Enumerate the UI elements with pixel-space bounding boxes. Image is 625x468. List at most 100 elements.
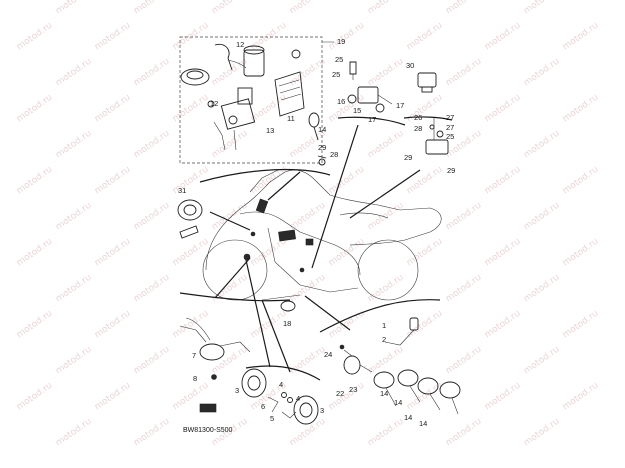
watermark-text: motod.ru: [327, 165, 367, 197]
callout-12b: 13: [266, 126, 274, 135]
callout-29: 29: [318, 143, 326, 152]
watermark-text: motod.ru: [249, 237, 289, 269]
watermark-text: motod.ru: [483, 381, 523, 413]
watermark-text: motod.ru: [54, 201, 94, 233]
watermark-text: motod.ru: [483, 165, 523, 197]
watermark-text: motod.ru: [483, 93, 523, 125]
watermark-text: motod.ru: [561, 21, 601, 53]
watermark-text: motod.ru: [522, 273, 562, 305]
watermark-text: motod.ru: [15, 237, 55, 269]
watermark-text: motod.ru: [483, 237, 523, 269]
watermark-text: motod.ru: [132, 345, 172, 377]
watermark-text: motod.ru: [132, 417, 172, 449]
watermark-text: motod.ru: [249, 21, 289, 53]
watermark-text: motod.ru: [561, 381, 601, 413]
watermark-text: motod.ru: [171, 309, 211, 341]
watermark-text: motod.ru: [54, 129, 94, 161]
callout-3b: 3: [320, 406, 324, 415]
callout-2: 2: [382, 335, 386, 344]
diagram-code: BW81300-S500: [183, 427, 233, 434]
part-harness-left: [179, 317, 211, 343]
callout-26: 27: [446, 123, 454, 132]
callout-21: 24: [324, 350, 332, 359]
part-lock-assembly: [207, 49, 301, 151]
callout-27b: 29: [447, 166, 455, 175]
watermark-text: motod.ru: [327, 381, 367, 413]
callout-4b: 4: [296, 394, 300, 403]
watermark-text: motod.ru: [288, 57, 328, 89]
watermark-text: motod.ru: [444, 57, 484, 89]
part-30-relay: [417, 72, 437, 93]
part-10-ecu: [274, 71, 305, 117]
watermark-text: motod.ru: [93, 309, 133, 341]
guide-lines: [179, 116, 453, 381]
callout-25b: 27: [446, 113, 454, 122]
watermark-text: motod.ru: [444, 345, 484, 377]
watermark-text: motod.ru: [405, 237, 445, 269]
watermark-text: motod.ru: [483, 309, 523, 341]
watermark-text: motod.ru: [15, 381, 55, 413]
watermark-text: motod.ru: [561, 165, 601, 197]
watermark-text: motod.ru: [15, 165, 55, 197]
part-1-2-sensor: [384, 317, 419, 346]
watermark-text: motod.ru: [210, 345, 250, 377]
callout-labels: 19 12 11 12 13 14 25 25 16 15 17 17 30 2…: [178, 37, 455, 428]
watermark-text: motod.ru: [444, 201, 484, 233]
callout-17a: 17: [396, 101, 404, 110]
callout-18: 18: [283, 319, 291, 328]
watermark-text: motod.ru: [93, 21, 133, 53]
watermark-text: motod.ru: [210, 0, 250, 16]
watermark-layer: motod.ru motod.ru motod.ru motod.ru motod.ru…: [15, 0, 601, 448]
watermark-text: motod.ru: [288, 273, 328, 305]
watermark-text: motod.ru: [171, 21, 211, 53]
watermark-text: motod.ru: [132, 129, 172, 161]
watermark-text: motod.ru: [444, 0, 484, 16]
watermark-text: motod.ru: [366, 57, 406, 89]
watermark-text: motod.ru: [288, 0, 328, 16]
callout-3a: 3: [235, 386, 239, 395]
watermark-text: motod.ru: [366, 0, 406, 16]
part-3-horn-left: [241, 368, 267, 398]
callout-5: 5: [270, 414, 274, 423]
watermark-text: motod.ru: [171, 237, 211, 269]
watermark-text: motod.ru: [249, 93, 289, 125]
watermark-text: motod.ru: [132, 273, 172, 305]
callout-15: 15: [353, 106, 361, 115]
callout-30: 30: [406, 61, 414, 70]
part-3-horn-right: [293, 395, 319, 425]
callout-28b: 28: [330, 150, 338, 159]
watermark-text: motod.ru: [561, 309, 601, 341]
callout-16: 16: [337, 97, 345, 106]
callout-25a: 26: [414, 113, 422, 122]
callout-10: 11: [287, 114, 295, 123]
watermark-text: motod.ru: [483, 21, 523, 53]
watermark-text: motod.ru: [366, 417, 406, 449]
watermark-text: motod.ru: [54, 273, 94, 305]
watermark-text: motod.ru: [522, 57, 562, 89]
watermark-text: motod.ru: [93, 381, 133, 413]
callout-14b: 14: [394, 398, 402, 407]
watermark-text: motod.ru: [15, 309, 55, 341]
watermark-text: motod.ru: [210, 129, 250, 161]
watermark-text: motod.ru: [366, 201, 406, 233]
watermark-text: motod.ru: [54, 57, 94, 89]
watermark-text: motod.ru: [522, 129, 562, 161]
callout-17b: 17: [368, 115, 376, 124]
part-4-5-6-fasteners: [267, 392, 297, 419]
watermark-text: motod.ru: [561, 93, 601, 125]
watermark-text: motod.ru: [327, 237, 367, 269]
watermark-text: motod.ru: [93, 237, 133, 269]
callout-14c: 14: [404, 413, 412, 422]
watermark-text: motod.ru: [522, 0, 562, 16]
part-19-20-21-sensor: [339, 344, 373, 375]
watermark-text: motod.ru: [132, 57, 172, 89]
callout-14d: 14: [419, 419, 427, 428]
watermark-text: motod.ru: [132, 201, 172, 233]
callout-24: 25: [446, 132, 454, 141]
watermark-text: motod.ru: [405, 93, 445, 125]
callout-4a: 4: [279, 380, 283, 389]
callout-20: 23: [349, 385, 357, 394]
ignition-set-dashed-box: [179, 36, 323, 164]
watermark-text: motod.ru: [15, 21, 55, 53]
